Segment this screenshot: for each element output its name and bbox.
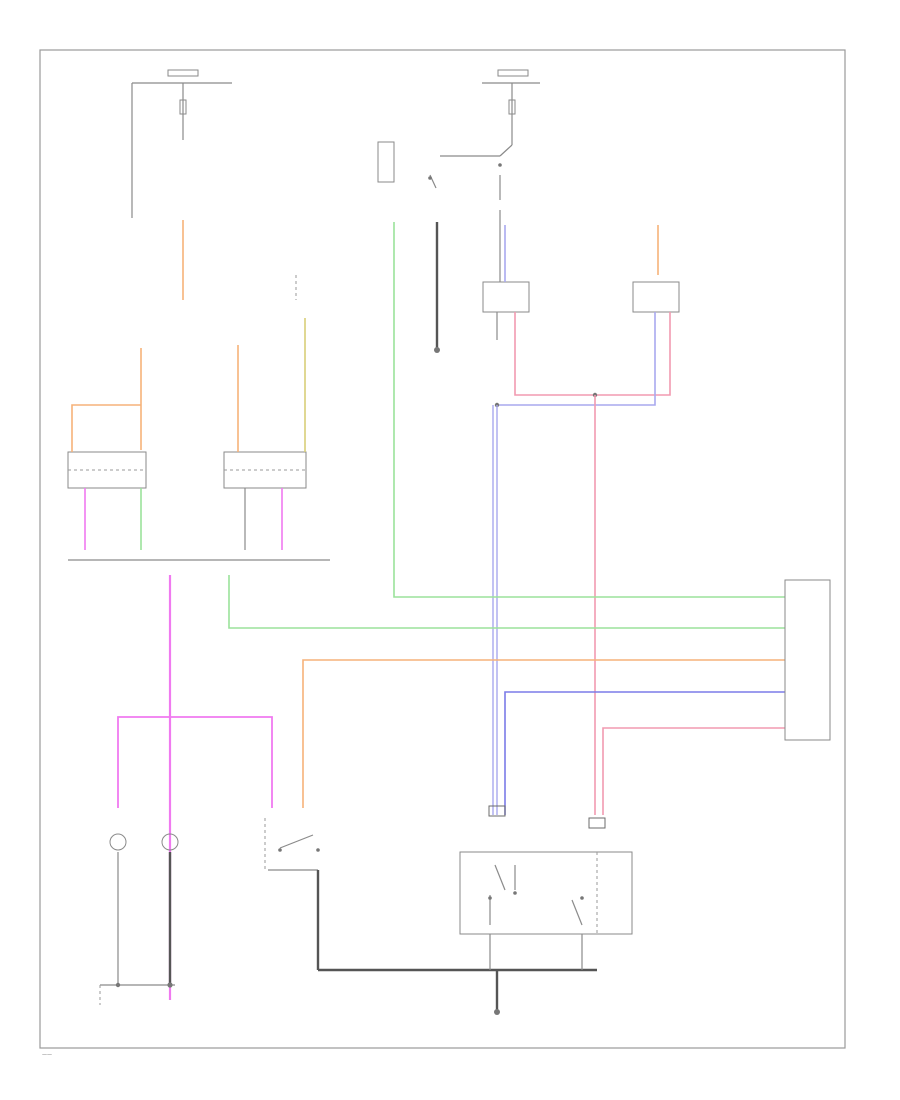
violet-wire-module <box>504 691 785 815</box>
violet-trunk <box>492 405 498 815</box>
lamp-icon <box>109 833 127 851</box>
green-wire-lower <box>228 575 785 629</box>
headlight-switch-ground <box>434 222 440 353</box>
diagram-frame <box>39 49 846 1049</box>
relay-ground <box>494 970 500 1015</box>
pink-wire-left-headlamp <box>514 312 595 396</box>
drl-relay <box>459 851 633 970</box>
connector-icon <box>488 805 606 829</box>
control-module <box>784 579 831 741</box>
orange-wire-module <box>302 659 785 808</box>
right-headlamp <box>632 281 680 313</box>
pink-wire-right-headlamp <box>595 312 671 396</box>
footer-label: —— <box>42 1052 52 1058</box>
ground-icon <box>434 347 440 353</box>
right-front-lamp <box>161 833 179 985</box>
magenta-lamp-feeds <box>117 575 273 1000</box>
violet-wire-right-headlamp <box>497 312 656 406</box>
green-wire-upper <box>393 222 785 598</box>
top-center-fuse-block <box>482 69 540 145</box>
switch-icon <box>428 163 502 180</box>
switch-icon <box>488 864 584 926</box>
brake-switch <box>264 818 597 972</box>
ground-icon <box>494 1009 500 1015</box>
left-panel-wiring <box>67 275 330 561</box>
fuse-icon <box>179 99 187 115</box>
fuse-icon <box>508 99 516 115</box>
left-headlamp <box>482 210 530 340</box>
top-left-fuse-block <box>131 69 232 218</box>
switch-icon <box>278 834 320 852</box>
pink-wire-module <box>602 727 785 815</box>
lamp-icon <box>161 833 179 851</box>
left-front-lamp <box>109 833 127 985</box>
headlight-switch <box>377 141 513 200</box>
ground-icon <box>115 982 173 988</box>
lamp-ground <box>99 982 175 1005</box>
